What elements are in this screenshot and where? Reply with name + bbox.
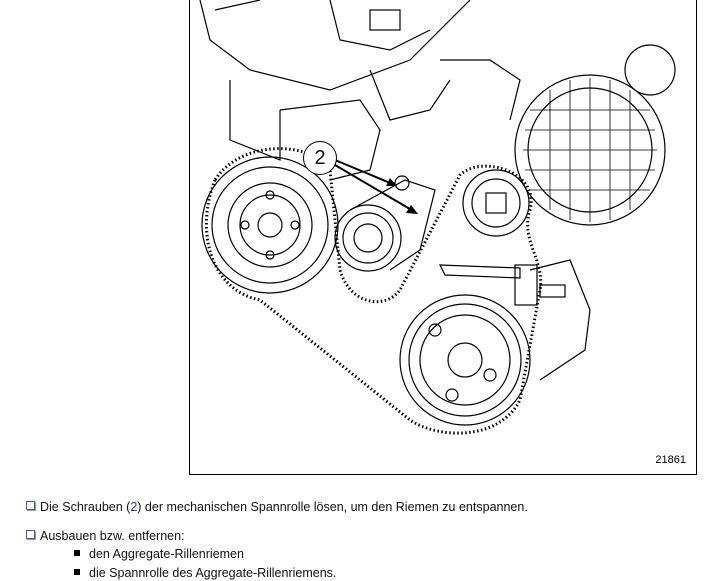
checkbox-icon (26, 530, 35, 539)
callout-badge: 2 (303, 141, 337, 175)
list-item: die Spannrolle des Aggregate-Rillenrieme… (74, 565, 336, 581)
step-loosen-bolts: Die Schrauben (2) der mechanischen Spann… (26, 499, 528, 515)
step-text: Die Schrauben ( (40, 500, 131, 514)
bullet-icon (74, 550, 80, 556)
figure-number: 21861 (655, 454, 686, 466)
engine-belt-illustration: 2 21861 (189, 0, 697, 475)
reference-number: 2 (130, 500, 138, 514)
step-remove: Ausbauen bzw. entfernen: (26, 528, 185, 544)
list-item-text: die Spannrolle des Aggregate-Rillenrieme… (89, 566, 337, 580)
list-item-text: den Aggregate-Rillenriemen (89, 547, 244, 561)
list-item: den Aggregate-Rillenriemen (74, 546, 244, 562)
step-heading: Ausbauen bzw. entfernen: (40, 529, 185, 543)
step-text-end: ) der mechanischen Spannrolle lösen, um … (137, 500, 528, 514)
checkbox-icon (26, 501, 35, 510)
bullet-icon (74, 569, 80, 575)
engine-drawing (199, 0, 676, 435)
